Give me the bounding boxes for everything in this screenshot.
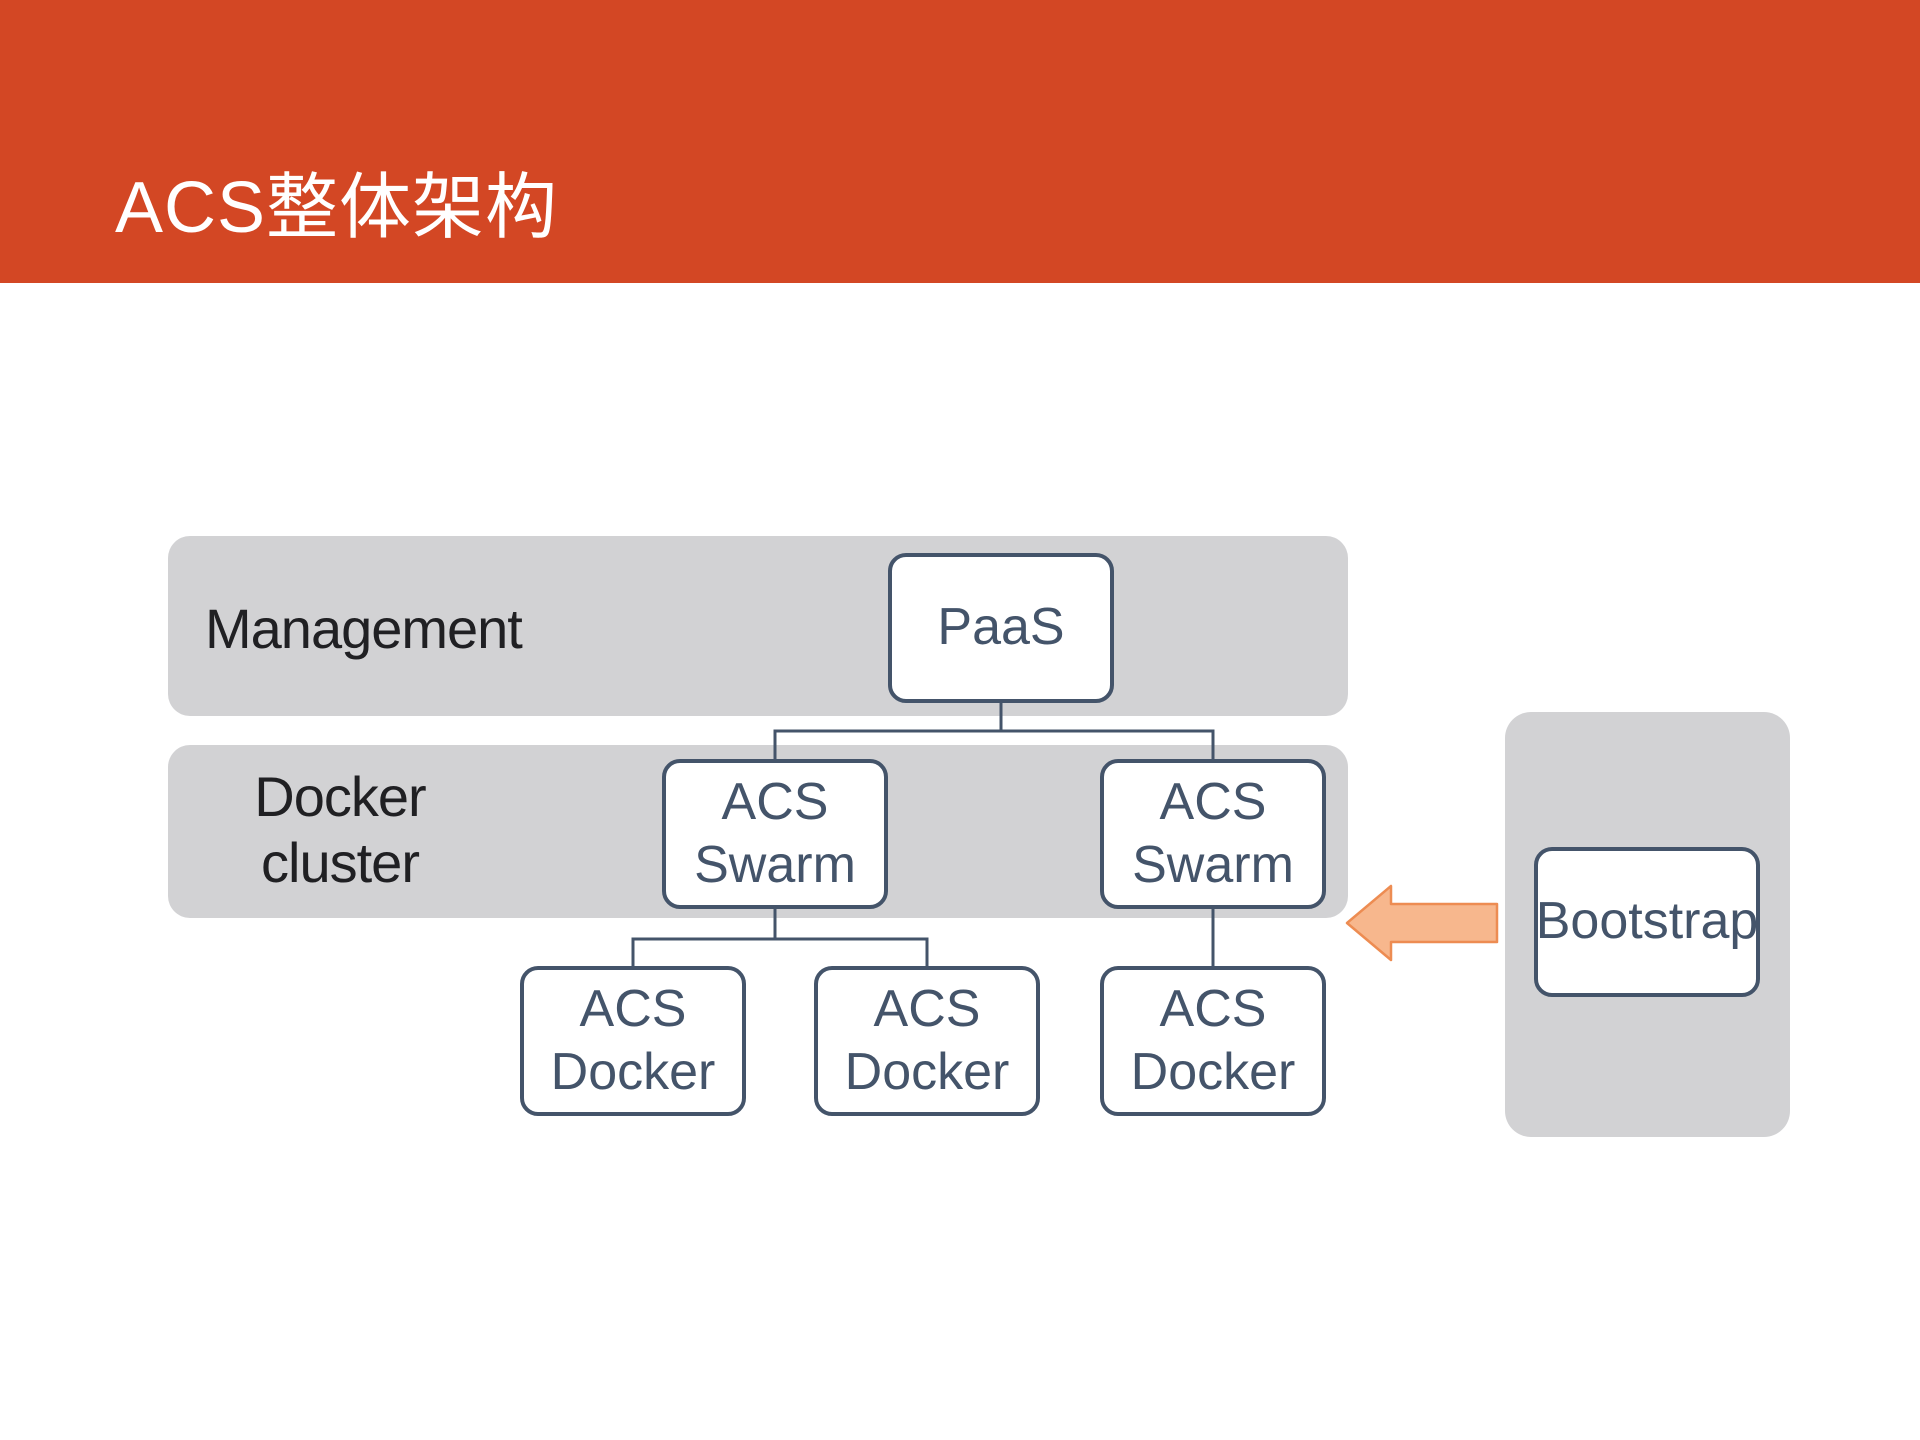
node-acs-swarm-right-line2: Swarm: [1132, 836, 1294, 894]
node-acs-swarm-right-line1: ACS: [1159, 772, 1267, 831]
node-paas: PaaS: [888, 553, 1114, 703]
band-docker-cluster-label: Docker cluster: [190, 764, 490, 896]
node-acs-docker-middle-line1: ACS: [873, 979, 981, 1038]
node-acs-docker-middle: ACS Docker: [814, 966, 1040, 1116]
band-management: [168, 536, 1348, 716]
slide-title: ACS整体架构: [115, 168, 559, 248]
node-acs-docker-right: ACS Docker: [1100, 966, 1326, 1116]
node-acs-docker-right-line1: ACS: [1159, 979, 1267, 1038]
node-paas-label: PaaS: [937, 598, 1065, 657]
node-acs-swarm-left-line1: ACS: [721, 772, 829, 831]
node-bootstrap-label: Bootstrap: [1535, 892, 1759, 951]
left-arrow: [1345, 884, 1499, 962]
node-acs-docker-left-line2: Docker: [550, 1043, 716, 1101]
node-acs-swarm-left: ACS Swarm: [662, 759, 888, 909]
band-docker-cluster-label-line1: Docker: [254, 765, 426, 828]
connector-swarm-left-to-dockers: [631, 937, 929, 968]
node-acs-docker-left-line1: ACS: [579, 979, 687, 1038]
node-bootstrap: Bootstrap: [1534, 847, 1760, 997]
node-acs-docker-right-line2: Docker: [1130, 1043, 1296, 1101]
band-docker-cluster-label-line2: cluster: [261, 831, 420, 895]
node-acs-swarm-left-line2: Swarm: [694, 836, 856, 894]
band-management-label: Management: [205, 597, 523, 660]
node-acs-swarm-right: ACS Swarm: [1100, 759, 1326, 909]
node-acs-docker-left: ACS Docker: [520, 966, 746, 1116]
node-acs-docker-middle-line2: Docker: [844, 1043, 1010, 1101]
header-band: ACS整体架构: [0, 0, 1920, 283]
